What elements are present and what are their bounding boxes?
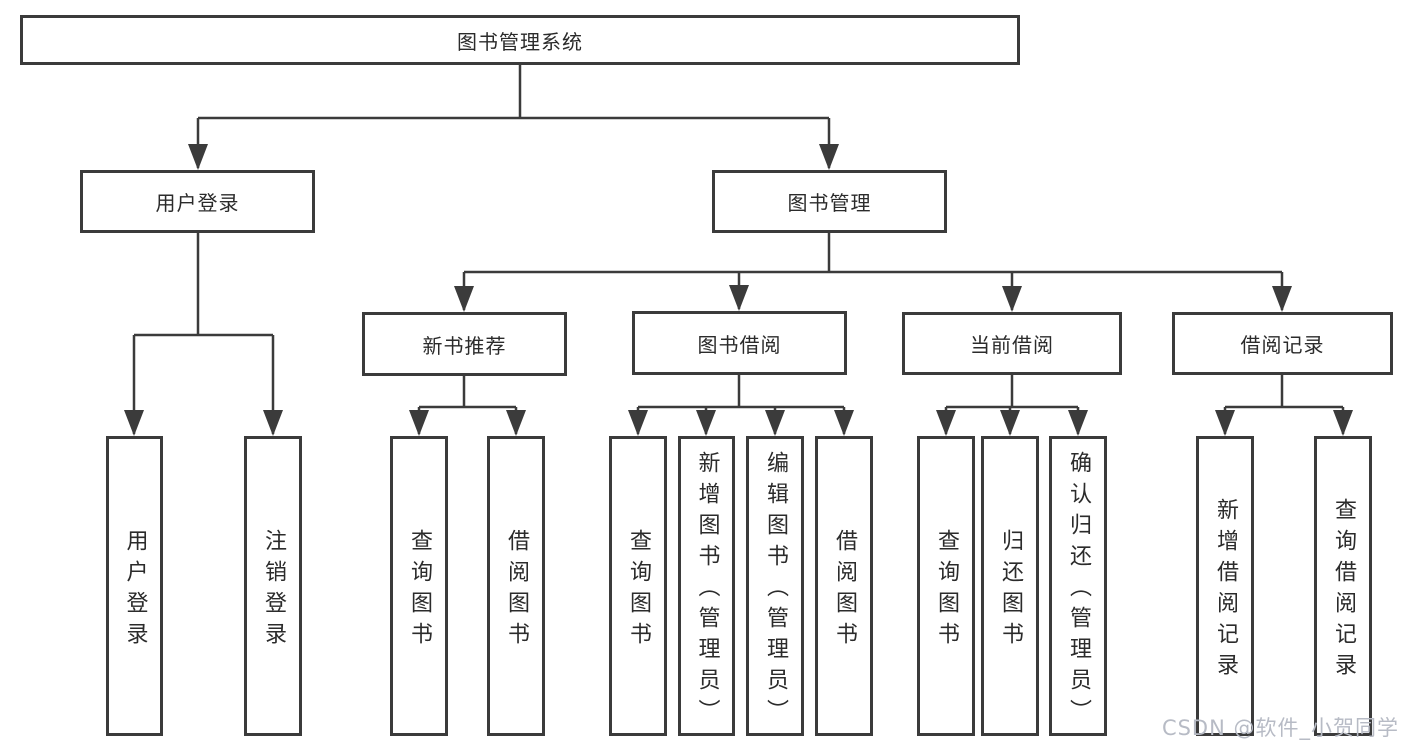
node-leaf-query-books-2: 查询图书 — [609, 436, 667, 736]
node-book-borrowing: 图书借阅 — [632, 311, 847, 375]
connector-book-borrowing-branch — [636, 375, 846, 434]
connector-book-management-branch — [462, 233, 1284, 310]
node-borrowing-records-label: 借阅记录 — [1240, 333, 1325, 357]
node-leaf-edit-book-admin: 编辑图书（管理员） — [746, 436, 804, 736]
node-leaf-add-borrow-record: 新增借阅记录 — [1196, 436, 1254, 736]
node-leaf-borrow-books-2-label: 借阅图书 — [832, 528, 857, 653]
node-leaf-query-borrow-record-label: 查询借阅记录 — [1331, 497, 1356, 684]
node-leaf-query-books-3: 查询图书 — [917, 436, 975, 736]
csdn-watermark: CSDN @软件_小贺同学 — [1161, 716, 1399, 740]
node-leaf-query-books-3-label: 查询图书 — [934, 528, 959, 653]
node-leaf-return-books: 归还图书 — [981, 436, 1039, 736]
node-leaf-query-books-1: 查询图书 — [390, 436, 448, 736]
arrowheads-level3 — [454, 285, 1292, 312]
connector-root-to-level2 — [196, 65, 831, 168]
node-leaf-user-login-label: 用户登录 — [122, 528, 148, 653]
node-leaf-query-borrow-record: 查询借阅记录 — [1314, 436, 1372, 736]
connector-current-borrowing-branch — [944, 375, 1080, 434]
node-leaf-return-books-label: 归还图书 — [998, 528, 1023, 653]
node-leaf-borrow-books-1: 借阅图书 — [487, 436, 545, 736]
arrowheads-leaves — [124, 410, 1353, 436]
node-leaf-borrow-books-2: 借阅图书 — [815, 436, 873, 736]
node-new-book-recommend-label: 新书推荐 — [422, 333, 507, 358]
connector-user-login-branch — [132, 233, 275, 434]
node-leaf-query-books-1-label: 查询图书 — [407, 528, 432, 653]
connector-new-book-branch — [417, 376, 518, 434]
node-new-book-recommend: 新书推荐 — [362, 312, 567, 376]
node-current-borrowing: 当前借阅 — [902, 312, 1122, 375]
node-leaf-user-login: 用户登录 — [106, 436, 163, 736]
node-leaf-add-borrow-record-label: 新增借阅记录 — [1213, 497, 1238, 684]
node-root: 图书管理系统 — [20, 15, 1020, 65]
node-leaf-edit-book-admin-label: 编辑图书（管理员） — [763, 451, 788, 730]
arrowheads-level2 — [188, 144, 839, 170]
node-leaf-query-books-2-label: 查询图书 — [626, 528, 651, 653]
node-leaf-logout-label: 注销登录 — [261, 528, 286, 653]
node-book-management-label: 图书管理 — [787, 191, 872, 215]
node-leaf-add-book-admin-label: 新增图书（管理员） — [694, 451, 720, 730]
node-borrowing-records: 借阅记录 — [1172, 312, 1393, 375]
node-leaf-confirm-return-admin-label: 确认归还（管理员） — [1066, 451, 1091, 730]
node-book-management: 图书管理 — [712, 170, 947, 233]
node-user-login-label: 用户登录 — [155, 191, 240, 215]
node-current-borrowing-label: 当前借阅 — [970, 333, 1054, 357]
node-book-borrowing-label: 图书借阅 — [697, 332, 782, 357]
node-leaf-logout: 注销登录 — [244, 436, 302, 736]
node-leaf-confirm-return-admin: 确认归还（管理员） — [1049, 436, 1107, 736]
node-leaf-borrow-books-1-label: 借阅图书 — [504, 528, 529, 653]
connector-borrow-records-branch — [1223, 375, 1345, 434]
node-user-login: 用户登录 — [80, 170, 315, 233]
node-leaf-add-book-admin: 新增图书（管理员） — [678, 436, 735, 736]
node-root-label: 图书管理系统 — [457, 29, 583, 54]
